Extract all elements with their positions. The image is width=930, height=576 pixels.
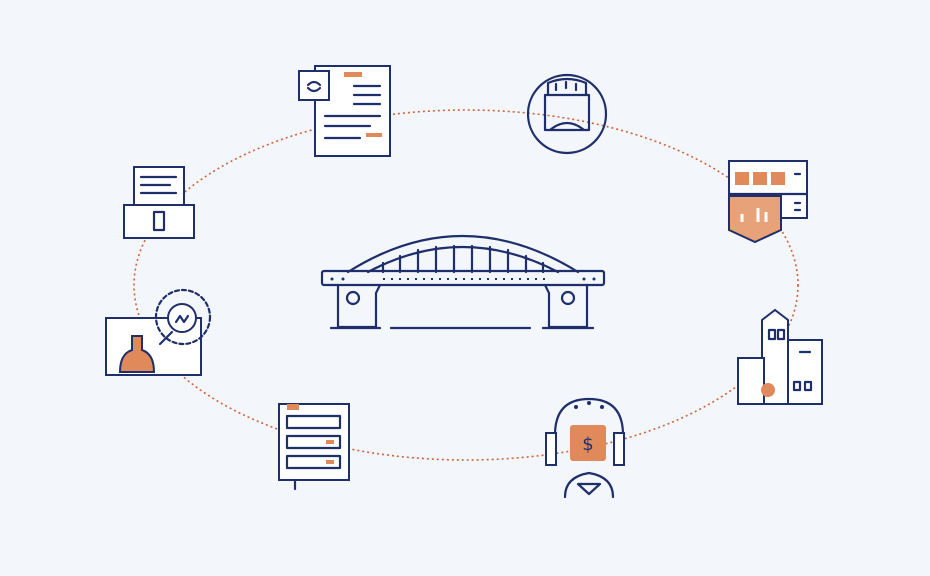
inspection-icon: [105, 288, 212, 376]
checklist-icon: [278, 403, 350, 491]
svg-text:$: $: [582, 434, 593, 455]
money-robot-icon: $: [545, 397, 625, 499]
bank-building-icon: [526, 73, 608, 155]
factory-icon: [737, 308, 823, 405]
printer-icon: [123, 166, 195, 239]
dashed-connection-ring: [133, 109, 799, 461]
bridge-icon: [320, 235, 606, 330]
contract-document-icon: [298, 65, 391, 157]
dashboard-chart-icon: [727, 160, 809, 244]
